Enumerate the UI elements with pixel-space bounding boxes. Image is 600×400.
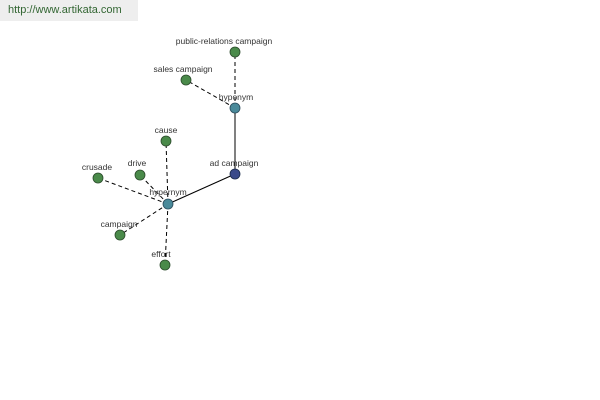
label-hypernym: hypernym: [149, 187, 186, 197]
label-center: ad campaign: [210, 158, 259, 168]
label-drive: drive: [128, 158, 147, 168]
label-effort: effort: [151, 249, 171, 259]
node-public-relations[interactable]: [229, 46, 241, 58]
label-hyponym: hyponym: [219, 92, 254, 102]
label-crusade: crusade: [82, 162, 113, 172]
node-cause[interactable]: [160, 135, 172, 147]
node-center[interactable]: [229, 168, 241, 180]
node-effort[interactable]: [159, 259, 171, 271]
node-campaign[interactable]: [114, 229, 126, 241]
edge-hypernym-effort: [164, 203, 169, 266]
node-sales[interactable]: [180, 74, 192, 86]
label-sales: sales campaign: [153, 64, 212, 74]
edge-center-hypernym: [167, 173, 236, 205]
node-hypernym[interactable]: [162, 198, 174, 210]
edge-hypernym-campaign: [119, 203, 169, 236]
edge-hypernym-crusade: [97, 177, 169, 205]
node-hyponym[interactable]: [229, 102, 241, 114]
label-campaign: campaign: [101, 219, 138, 229]
edge-hyponym-sales: [185, 79, 236, 109]
edge-hypernym-cause: [165, 140, 169, 205]
node-crusade[interactable]: [92, 172, 104, 184]
label-public-relations: public-relations campaign: [176, 36, 273, 46]
node-drive[interactable]: [134, 169, 146, 181]
label-cause: cause: [155, 125, 178, 135]
site-url[interactable]: http://www.artikata.com: [0, 0, 138, 21]
